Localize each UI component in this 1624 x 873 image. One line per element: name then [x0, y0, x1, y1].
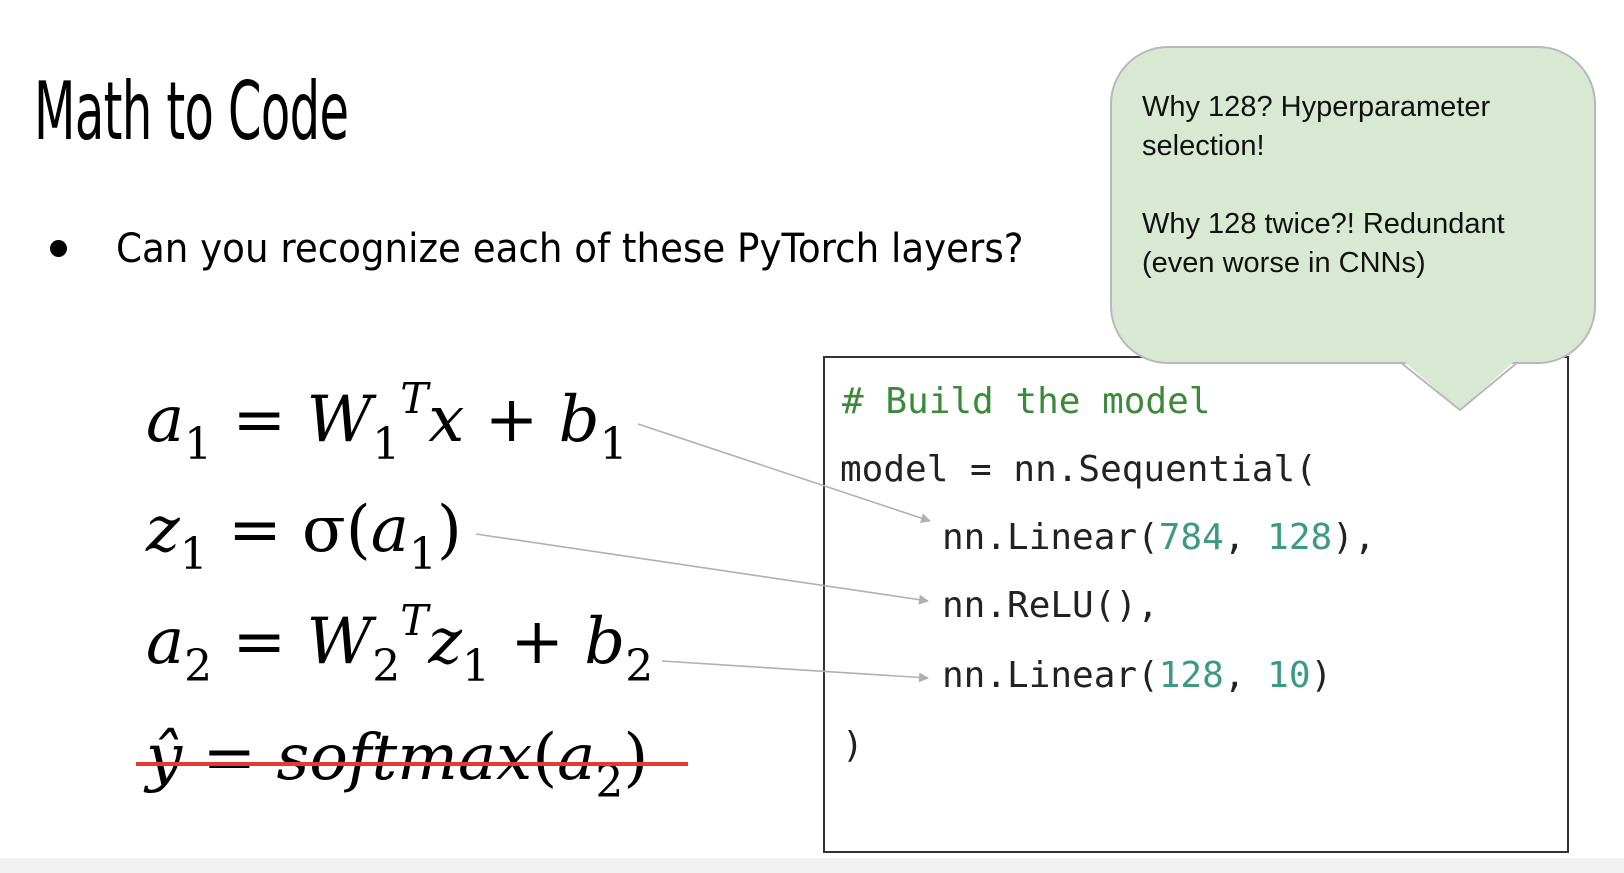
code-linear2-sep: ,: [1223, 655, 1268, 696]
eq2-arg: a: [370, 493, 409, 567]
eq1-bias: b: [558, 383, 600, 457]
callout-text: Why 128? Hyperparameter selection! Why 1…: [1142, 88, 1582, 283]
code-linear1-suffix: ),: [1332, 517, 1376, 558]
callout-line2: Why 128 twice?! Redundant (even worse in…: [1142, 208, 1505, 279]
eq3-bias: b: [584, 605, 626, 679]
eq1-bias-sub: 1: [599, 419, 628, 470]
equation-a1: a1 = W1Tx + b1: [146, 378, 628, 467]
code-comment: # Build the model: [842, 381, 1211, 422]
bullet-dot-icon: [50, 240, 67, 257]
eq3-lhs: a: [146, 605, 185, 679]
eq2-lhs: z: [146, 493, 180, 567]
eq1-lhs-sub: 1: [184, 419, 213, 470]
callout-bubble: [1110, 46, 1596, 364]
code-linear1-out: 128: [1267, 517, 1333, 558]
slide-title: Math to Code: [34, 65, 349, 158]
eq4-equals: =: [202, 721, 257, 795]
callout-tail: [1400, 358, 1519, 412]
eq3-weight-sub: 2: [372, 641, 401, 692]
eq4-close-paren: ): [623, 721, 649, 795]
bullet-text: Can you recognize each of these PyTorch …: [116, 226, 1024, 272]
eq4-open-paren: (: [532, 721, 558, 795]
eq2-lhs-sub: 1: [179, 529, 208, 580]
strikethrough-line: [136, 762, 688, 766]
equation-yhat: ŷ = softmax(a2): [146, 718, 649, 805]
callout-line1: Why 128? Hyperparameter selection!: [1142, 91, 1491, 162]
code-linear2-prefix: nn.Linear(: [942, 655, 1159, 696]
eq3-bias-sub: 2: [625, 641, 654, 692]
eq2-arg-sub: 1: [408, 529, 437, 580]
eq3-plus: +: [510, 605, 564, 679]
eq3-lhs-sub: 2: [184, 641, 213, 692]
code-linear1-prefix: nn.Linear(: [942, 517, 1159, 558]
eq2-sigma: σ: [302, 493, 346, 567]
eq3-input-sub: 1: [461, 641, 490, 692]
eq1-equals: =: [232, 383, 287, 457]
eq2-equals: =: [228, 493, 282, 567]
code-line-close: ): [842, 725, 864, 766]
eq2-open-paren: (: [345, 493, 371, 567]
code-linear1-in: 784: [1158, 517, 1224, 558]
eq3-weight-sup: T: [400, 596, 429, 645]
eq1-weight: W: [306, 383, 373, 457]
code-line-linear1: nn.Linear(784, 128),: [942, 516, 1376, 560]
eq4-lhs: ŷ: [146, 721, 183, 795]
equation-a2: a2 = W2Tz1 + b2: [146, 600, 653, 689]
eq3-input: z: [428, 605, 462, 679]
code-linear1-sep: ,: [1223, 517, 1268, 558]
bottom-strip: [0, 858, 1624, 873]
eq4-softmax: softmax: [276, 721, 533, 795]
eq1-input: x: [428, 383, 465, 457]
code-line-linear2: nn.Linear(128, 10): [942, 654, 1332, 698]
eq1-weight-sup: T: [400, 374, 429, 423]
code-linear2-out: 10: [1267, 655, 1311, 696]
eq1-plus: +: [484, 383, 539, 457]
eq1-weight-sub: 1: [372, 419, 401, 470]
eq3-equals: =: [232, 605, 287, 679]
eq4-arg: a: [557, 721, 596, 795]
equation-z1: z1 = σ(a1): [146, 490, 462, 577]
code-linear2-in: 128: [1158, 655, 1224, 696]
code-box: [823, 356, 1569, 853]
code-line-relu: nn.ReLU(),: [942, 585, 1159, 626]
eq3-weight: W: [306, 605, 373, 679]
eq1-lhs: a: [146, 383, 185, 457]
code-linear2-suffix: ): [1310, 655, 1333, 696]
code-line-model: model = nn.Sequential(: [840, 449, 1317, 490]
eq4-arg-sub: 2: [595, 757, 624, 808]
eq2-close-paren: ): [436, 493, 462, 567]
